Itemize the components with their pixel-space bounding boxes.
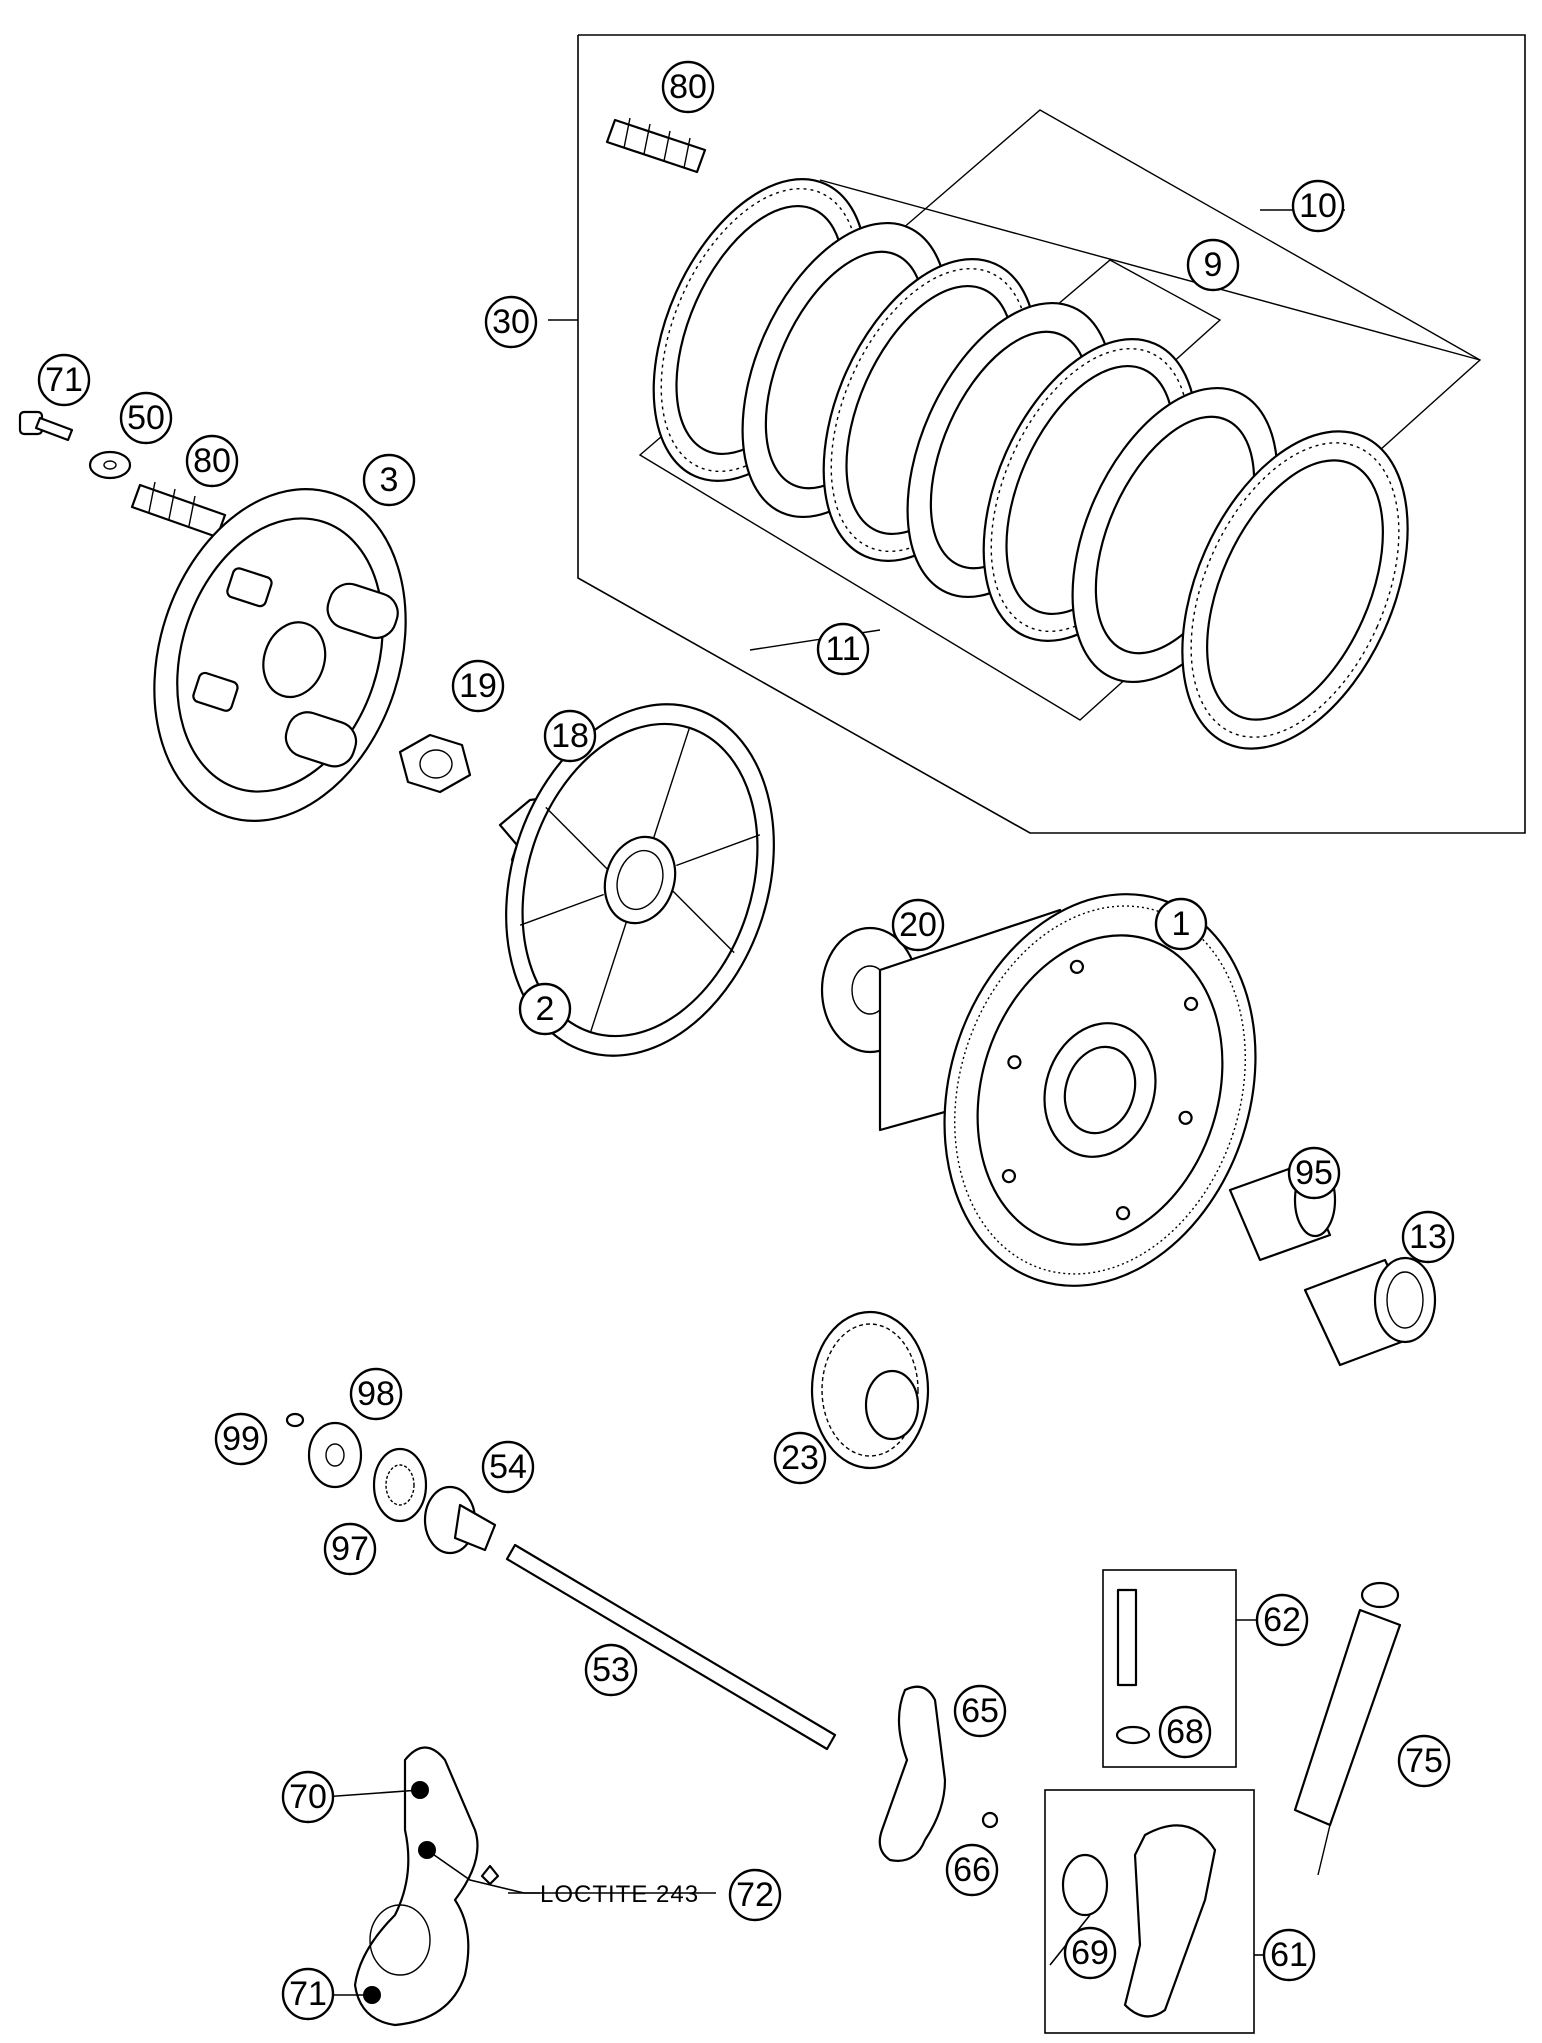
leader-lines	[322, 1789, 1091, 1996]
callout-68: 68	[1158, 1705, 1212, 1759]
callout-66: 66	[945, 1843, 999, 1897]
callout-53: 53	[584, 1643, 638, 1697]
callout-1: 1	[1154, 897, 1208, 951]
clutch-basket	[878, 893, 1257, 1287]
disc-kit-outline	[548, 34, 1526, 834]
svg-text:53: 53	[592, 1651, 630, 1689]
bushing-13	[1303, 1256, 1437, 1367]
clutch-hub	[505, 703, 775, 1057]
svg-text:11: 11	[825, 630, 860, 668]
callout-54: 54	[481, 1440, 535, 1494]
push-rod-53	[505, 1543, 837, 1751]
svg-text:18: 18	[551, 717, 589, 755]
svg-text:66: 66	[953, 1851, 991, 1889]
svg-text:30: 30	[492, 303, 530, 341]
screw-71	[18, 410, 74, 442]
svg-text:80: 80	[193, 442, 231, 480]
svg-text:99: 99	[222, 1420, 260, 1458]
gasket-65	[878, 1685, 947, 1862]
callout-97: 97	[323, 1522, 377, 1576]
callout-3: 3	[362, 453, 416, 507]
callout-98: 98	[349, 1367, 403, 1421]
svg-text:2: 2	[536, 990, 555, 1028]
svg-text:61: 61	[1270, 1936, 1308, 1974]
svg-text:20: 20	[899, 906, 937, 944]
svg-text:71: 71	[289, 1975, 327, 2013]
svg-text:98: 98	[357, 1375, 395, 1413]
svg-text:3: 3	[380, 461, 399, 499]
svg-text:68: 68	[1166, 1713, 1204, 1751]
svg-text:50: 50	[127, 399, 165, 437]
callout-75: 75	[1397, 1734, 1451, 1788]
callout-13: 13	[1401, 1210, 1455, 1264]
release-lever	[353, 1746, 500, 2027]
ball-66	[981, 1811, 999, 1829]
callout-10: 10	[1291, 179, 1345, 233]
svg-text:9: 9	[1204, 246, 1223, 284]
svg-text:97: 97	[331, 1530, 369, 1568]
callout-80-top: 80	[661, 60, 715, 114]
callout-71-top: 71	[37, 353, 91, 407]
callout-62: 62	[1255, 1593, 1309, 1647]
svg-text:75: 75	[1405, 1742, 1443, 1780]
svg-text:19: 19	[459, 667, 497, 705]
slave-cylinder-kit	[1044, 1789, 1270, 2034]
svg-text:54: 54	[489, 1448, 527, 1486]
callout-2: 2	[518, 982, 572, 1036]
callout-19: 19	[451, 659, 505, 713]
svg-text:80: 80	[669, 68, 707, 106]
callout-11: 11	[816, 622, 870, 676]
callout-69: 69	[1063, 1926, 1117, 1980]
callout-20: 20	[891, 898, 945, 952]
svg-text:65: 65	[961, 1692, 999, 1730]
pressure-plate	[153, 488, 407, 822]
pressure-piece-54	[423, 1485, 497, 1555]
thrust-bearing-97	[372, 1447, 428, 1523]
callout-65: 65	[953, 1684, 1007, 1738]
circlip-99	[285, 1412, 305, 1428]
washer-98	[307, 1421, 363, 1489]
clutch-plate-stack	[652, 178, 1409, 750]
svg-text:10: 10	[1299, 187, 1337, 225]
callout-30: 30	[484, 295, 538, 349]
nut-19	[398, 733, 472, 794]
svg-text:71: 71	[45, 361, 83, 399]
callout-9: 9	[1186, 238, 1240, 292]
svg-text:95: 95	[1295, 1154, 1333, 1192]
callout-50: 50	[119, 391, 173, 445]
svg-text:72: 72	[736, 1876, 774, 1914]
callout-70: 70	[281, 1770, 335, 1824]
callout-61: 61	[1262, 1928, 1316, 1982]
bleed-screw-kit	[1102, 1569, 1258, 1768]
friction-disc	[1181, 430, 1409, 750]
callout-71-bottom: 71	[281, 1967, 335, 2021]
primary-gear-23	[810, 1310, 930, 1470]
callout-72: 72	[728, 1868, 782, 1922]
svg-text:70: 70	[289, 1778, 327, 1816]
syringe-75	[1293, 1581, 1402, 1876]
clutch-spring-top	[605, 117, 707, 174]
clutch-spring-left	[130, 481, 227, 539]
callout-80-left: 80	[185, 434, 239, 488]
svg-text:62: 62	[1263, 1601, 1301, 1639]
callout-23: 23	[773, 1431, 827, 1485]
loctite-note: LOCTITE 243	[540, 1881, 699, 1908]
svg-text:1: 1	[1172, 905, 1191, 943]
washer-50	[88, 450, 132, 480]
svg-text:13: 13	[1409, 1218, 1447, 1256]
callout-18: 18	[543, 709, 597, 763]
callout-99: 99	[214, 1412, 268, 1466]
svg-text:23: 23	[781, 1439, 819, 1477]
callout-95: 95	[1287, 1146, 1341, 1200]
svg-text:69: 69	[1071, 1934, 1109, 1972]
